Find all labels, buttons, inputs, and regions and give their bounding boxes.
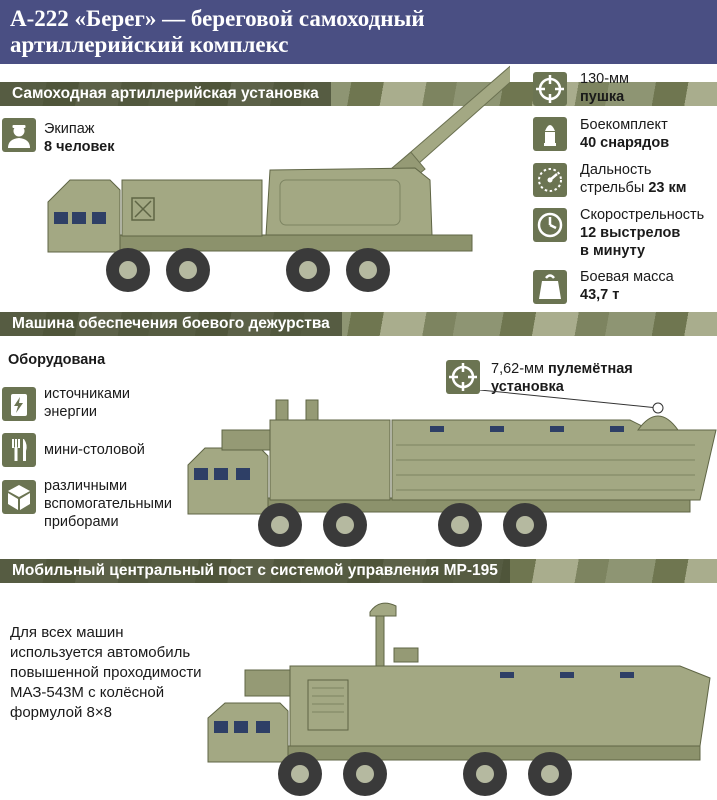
item-power-line2: энергии [44,404,98,420]
spec-ammo-line1: Боекомплект [580,117,668,133]
spec-rate-line1: Скорострельность [580,207,705,223]
spec-gun-line1: 130-мм [580,71,629,87]
section-title-support: Машина обеспечения боевого дежурства [0,312,342,336]
section-band-artillery: Самоходная артиллерийская установка [0,82,717,106]
soldier-icon [2,118,36,152]
crew-label: Экипаж [44,121,95,137]
crosshair-icon [446,360,480,394]
crew-value: 8 человек [44,139,115,155]
spec-gun-line2: пушка [580,89,625,105]
weight-icon [533,270,567,304]
section-band-support: Машина обеспечения боевого дежурства [0,312,717,336]
mg-line1: 7,62-мм пулемётная [491,361,633,377]
power-icon [2,387,36,421]
support-vehicle-illustration [187,390,717,547]
header-banner: А-222 «Берег» — береговой самоходный арт… [0,0,717,64]
item-canteen-line1: мини-столовой [44,442,145,458]
item-power-line1: источниками [44,386,131,402]
spec-rate-line3: в минуту [580,243,646,259]
spec-weight-line1: Боевая масса [580,269,674,285]
spec-range-line1: Дальность [580,162,652,178]
equipped-title: Оборудована [8,352,106,368]
spec-range-line2: стрельбы 23 км [580,180,687,196]
command-vehicle-illustration [207,602,711,796]
fork-knife-icon [2,433,36,467]
page-title: А-222 «Берег» — береговой самоходный арт… [10,6,425,57]
item-instruments-line3: приборами [44,514,119,530]
section-title-artillery: Самоходная артиллерийская установка [0,82,331,106]
section-title-command: Мобильный центральный пост с системой уп… [0,559,510,583]
gauge-icon [533,163,567,197]
mg-line2: установка [491,379,564,395]
spec-ammo-line2: 40 снарядов [580,135,670,151]
crosshair-icon [533,72,567,106]
spec-rate-line2: 12 выстрелов [580,225,681,241]
item-instruments-line2: вспомогательными [44,496,173,512]
clock-icon [533,208,567,242]
cube-icon [2,480,36,514]
section-band-command: Мобильный центральный пост с системой уп… [0,559,717,583]
shell-icon [533,117,567,151]
artillery-vehicle-illustration [47,65,510,292]
chassis-note: Для всех машин используется автомобиль п… [10,624,202,721]
item-instruments-line1: различными [44,478,128,494]
spec-weight-line2: 43,7 т [580,287,620,303]
